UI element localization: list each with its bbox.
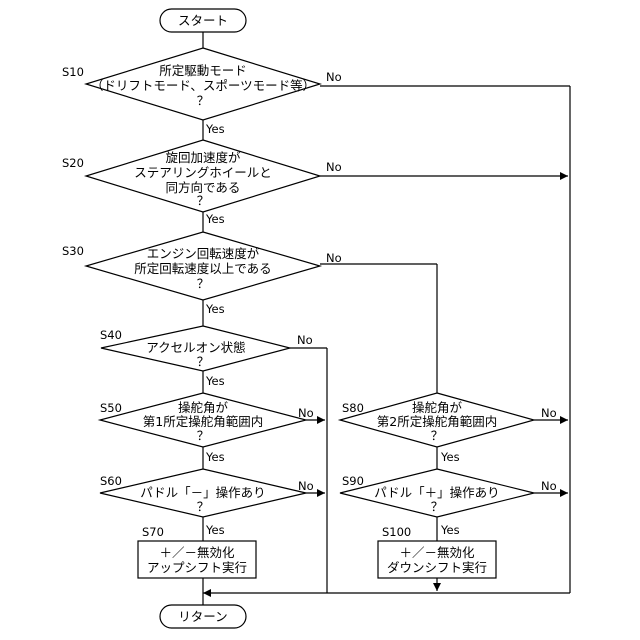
decision-s30: S30 エンジン回転速度が 所定回転速度以上である ？ (62, 232, 320, 300)
label-s40-no: No (297, 333, 313, 347)
label-s90-no: No (541, 479, 557, 493)
step-id-s80: S80 (342, 401, 364, 415)
label-s50-no: No (298, 406, 314, 420)
decision-s60: S60 パドル「－」操作あり ？ (100, 469, 306, 517)
s70-line-2: アップシフト実行 (147, 560, 247, 575)
s80-line-2: 第2所定操舵角範囲内 (377, 414, 497, 429)
label-s20-yes: Yes (205, 212, 225, 226)
s30-line-2: 所定回転速度以上である (134, 261, 271, 276)
label-s40-yes: Yes (205, 374, 225, 388)
s50-line-3: ？ (197, 428, 210, 443)
return-label: リターン (178, 609, 227, 624)
step-id-s30: S30 (62, 244, 84, 258)
s50-line-1: 操舵角が (178, 400, 229, 415)
s20-line-1: 旋回加速度が (165, 150, 241, 165)
step-id-s90: S90 (342, 474, 364, 488)
label-s30-no: No (326, 251, 342, 265)
start-label: スタート (178, 13, 228, 28)
label-s50-yes: Yes (205, 450, 225, 464)
s100-line-2: ダウンシフト実行 (387, 560, 487, 575)
s20-line-4: ？ (197, 193, 210, 208)
s50-line-2: 第1所定操舵角範囲内 (143, 414, 263, 429)
decision-s90: S90 パドル「＋」操作あり ？ (340, 469, 534, 517)
label-s10-no: No (326, 70, 342, 84)
step-id-s60: S60 (100, 474, 122, 488)
decision-s80: S80 操舵角が 第2所定操舵角範囲内 ？ (340, 393, 534, 447)
label-s30-yes: Yes (205, 302, 225, 316)
step-id-s50: S50 (100, 401, 122, 415)
s40-line-2: ？ (197, 354, 210, 369)
connectors (203, 32, 570, 605)
s80-line-1: 操舵角が (412, 400, 463, 415)
s60-line-2: ？ (197, 499, 210, 514)
label-s80-no: No (541, 406, 557, 420)
start-terminal: スタート (160, 9, 246, 32)
label-s10-yes: Yes (205, 122, 225, 136)
s20-line-2: ステアリングホイールと (134, 165, 272, 180)
s70-line-1: ＋／－無効化 (159, 545, 235, 560)
s10-line-2: （ドリフトモード、スポーツモード等） (91, 78, 315, 93)
label-s60-yes: Yes (205, 523, 225, 537)
s40-line-1: アクセルオン状態 (146, 340, 245, 355)
step-id-s70: S70 (142, 525, 164, 539)
step-id-s100: S100 (382, 525, 411, 539)
step-id-s20: S20 (62, 156, 84, 170)
decision-s10: S10 所定駆動モード （ドリフトモード、スポーツモード等） ？ (62, 48, 320, 120)
s100-line-1: ＋／－無効化 (399, 545, 475, 560)
step-id-s40: S40 (100, 328, 122, 342)
s30-line-3: ？ (197, 276, 210, 291)
s90-line-2: ？ (431, 499, 444, 514)
label-s80-yes: Yes (440, 450, 460, 464)
s90-line-1: パドル「＋」操作あり (374, 485, 499, 500)
s10-line-1: 所定駆動モード (159, 63, 247, 78)
process-s70: S70 ＋／－無効化 アップシフト実行 (138, 525, 256, 578)
label-s90-yes: Yes (440, 523, 460, 537)
label-s20-no: No (326, 160, 342, 174)
s30-line-1: エンジン回転速度が (147, 246, 260, 261)
return-terminal: リターン (160, 605, 246, 628)
decision-s50: S50 操舵角が 第1所定操舵角範囲内 ？ (100, 393, 306, 447)
s10-line-3: ？ (197, 93, 210, 108)
label-s60-no: No (298, 479, 314, 493)
s60-line-1: パドル「－」操作あり (140, 485, 265, 500)
s80-line-3: ？ (431, 428, 444, 443)
decision-s40: S40 アクセルオン状態 ？ (100, 326, 290, 371)
step-id-s10: S10 (62, 65, 84, 79)
decision-s20: S20 旋回加速度が ステアリングホイールと 同方向である ？ (62, 140, 320, 212)
edge-labels: Yes No Yes No Yes No Yes No Yes No Yes N… (205, 70, 557, 537)
